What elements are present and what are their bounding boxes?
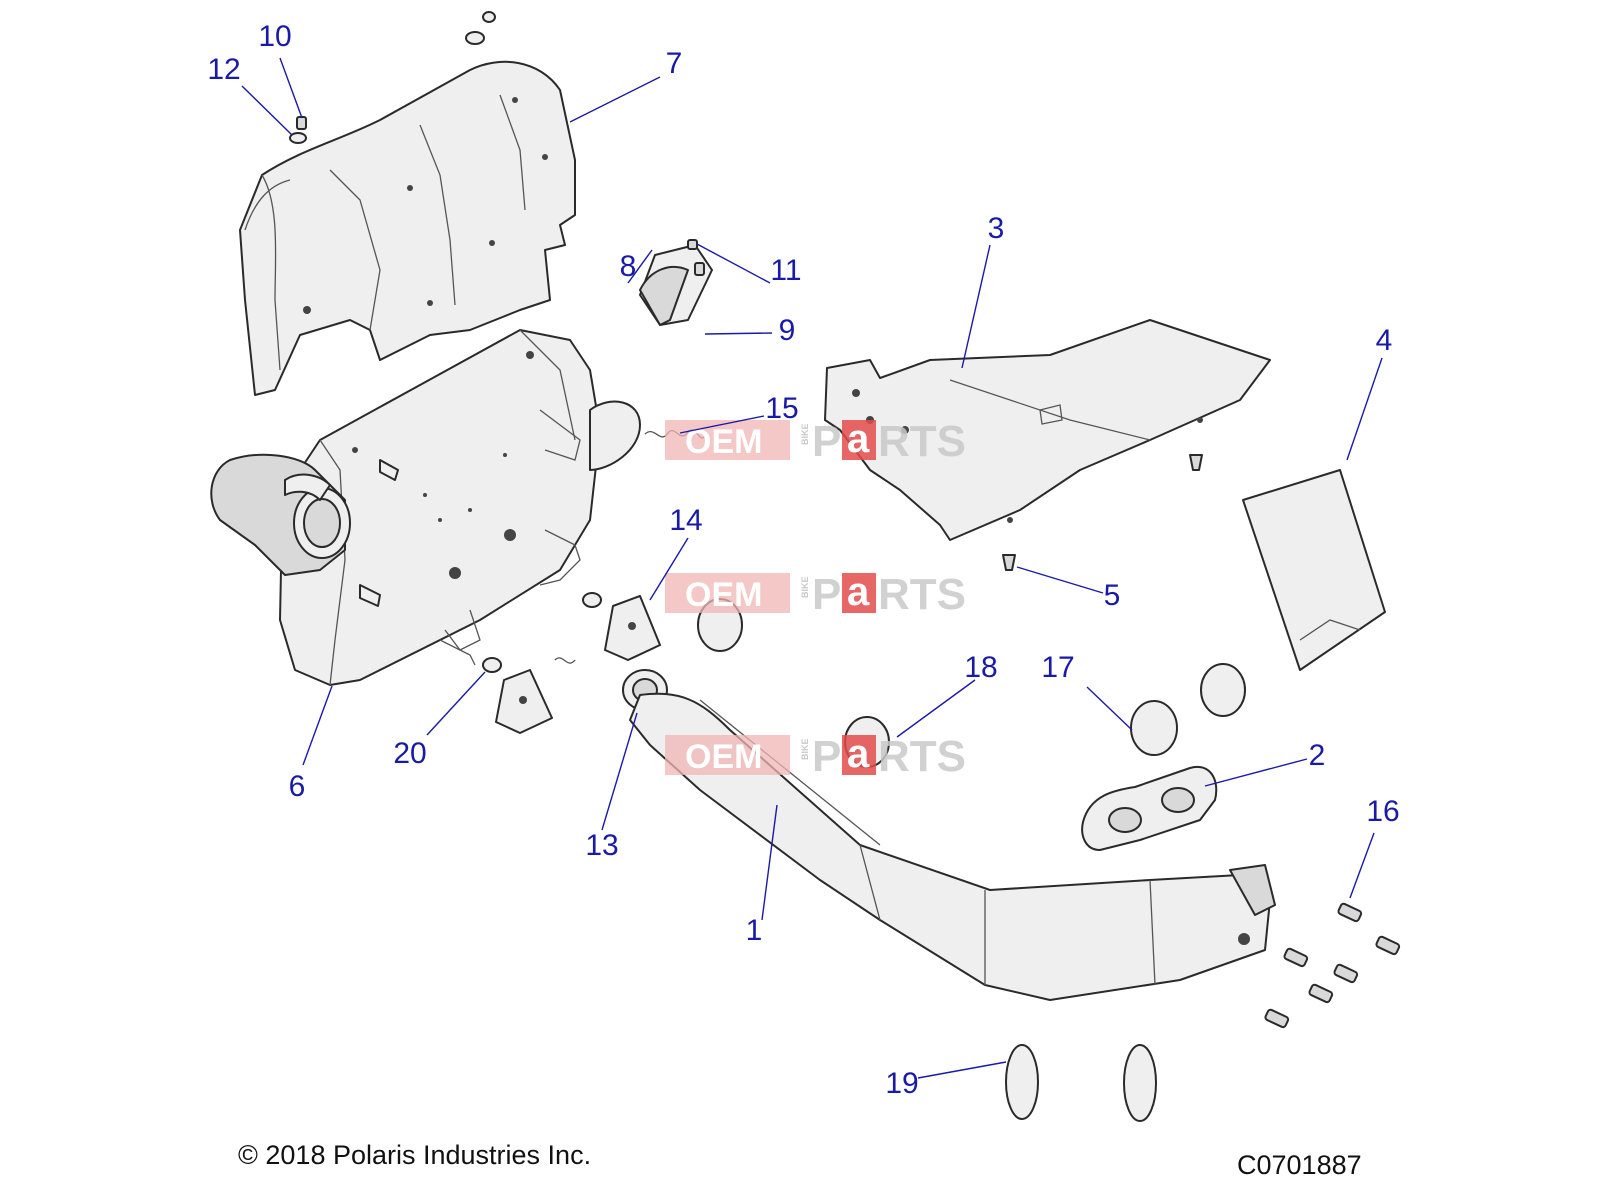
svg-text:BIKE: BIKE — [800, 738, 810, 760]
clamp-19 — [1005, 1044, 1157, 1122]
callout-14: 14 — [669, 504, 702, 537]
svg-text:OEM: OEM — [685, 738, 762, 776]
screw-11-9 — [687, 239, 705, 276]
callout-3: 3 — [988, 212, 1005, 245]
diagram-reference-code: C0701887 — [1237, 1150, 1362, 1180]
bolts-16 — [1264, 902, 1401, 1029]
callout-16: 16 — [1366, 795, 1399, 828]
watermark-3: OEM BIKE P a RTS — [665, 732, 966, 781]
callout-1: 1 — [746, 914, 763, 947]
watermark-2: OEM BIKE P a RTS — [665, 570, 966, 619]
svg-text:a: a — [847, 570, 870, 614]
svg-text:OEM: OEM — [685, 423, 762, 461]
callout-6: 6 — [289, 770, 306, 803]
callout-2: 2 — [1309, 739, 1326, 772]
svg-text:P: P — [812, 417, 841, 466]
clamp-17 — [1130, 663, 1246, 756]
heat-shield-top — [239, 60, 576, 396]
header-pipe — [629, 692, 1276, 1001]
watermark-1: OEM BIKE P a RTS — [665, 417, 966, 466]
svg-text:OEM: OEM — [685, 576, 762, 614]
svg-text:RTS: RTS — [878, 732, 966, 781]
callout-12: 12 — [207, 53, 240, 86]
callout-5: 5 — [1104, 579, 1121, 612]
callout-9: 9 — [779, 314, 796, 347]
callout-8: 8 — [620, 250, 637, 283]
callout-numbers: 1 2 3 4 5 6 7 8 9 10 11 12 13 14 15 16 1… — [207, 20, 1399, 1100]
outlet-tip — [639, 244, 713, 326]
callout-10: 10 — [258, 20, 291, 53]
heat-shield-plate — [1242, 469, 1386, 671]
callout-15: 15 — [765, 392, 798, 425]
svg-text:P: P — [812, 732, 841, 781]
callout-4: 4 — [1376, 324, 1393, 357]
svg-text:RTS: RTS — [878, 417, 966, 466]
callout-13: 13 — [585, 829, 618, 862]
washer-20 — [482, 592, 602, 673]
svg-text:RTS: RTS — [878, 570, 966, 619]
callout-18: 18 — [964, 651, 997, 684]
screw-10 — [289, 11, 496, 144]
grommet-14 — [495, 595, 661, 734]
svg-text:P: P — [812, 570, 841, 619]
callout-7: 7 — [666, 47, 683, 80]
callout-20: 20 — [393, 737, 426, 770]
copyright-text: © 2018 Polaris Industries Inc. — [238, 1140, 592, 1170]
leader-lines — [241, 57, 1383, 1079]
muffler — [210, 329, 641, 686]
svg-text:a: a — [847, 417, 870, 461]
svg-text:BIKE: BIKE — [800, 423, 810, 445]
svg-text:a: a — [847, 732, 870, 776]
gasket-2 — [1081, 765, 1218, 851]
callout-11: 11 — [770, 254, 801, 287]
callout-19: 19 — [885, 1067, 918, 1100]
callout-17: 17 — [1041, 651, 1074, 684]
heat-shield-right — [824, 319, 1271, 541]
svg-text:BIKE: BIKE — [800, 576, 810, 598]
push-rivet-5 — [1002, 454, 1203, 571]
